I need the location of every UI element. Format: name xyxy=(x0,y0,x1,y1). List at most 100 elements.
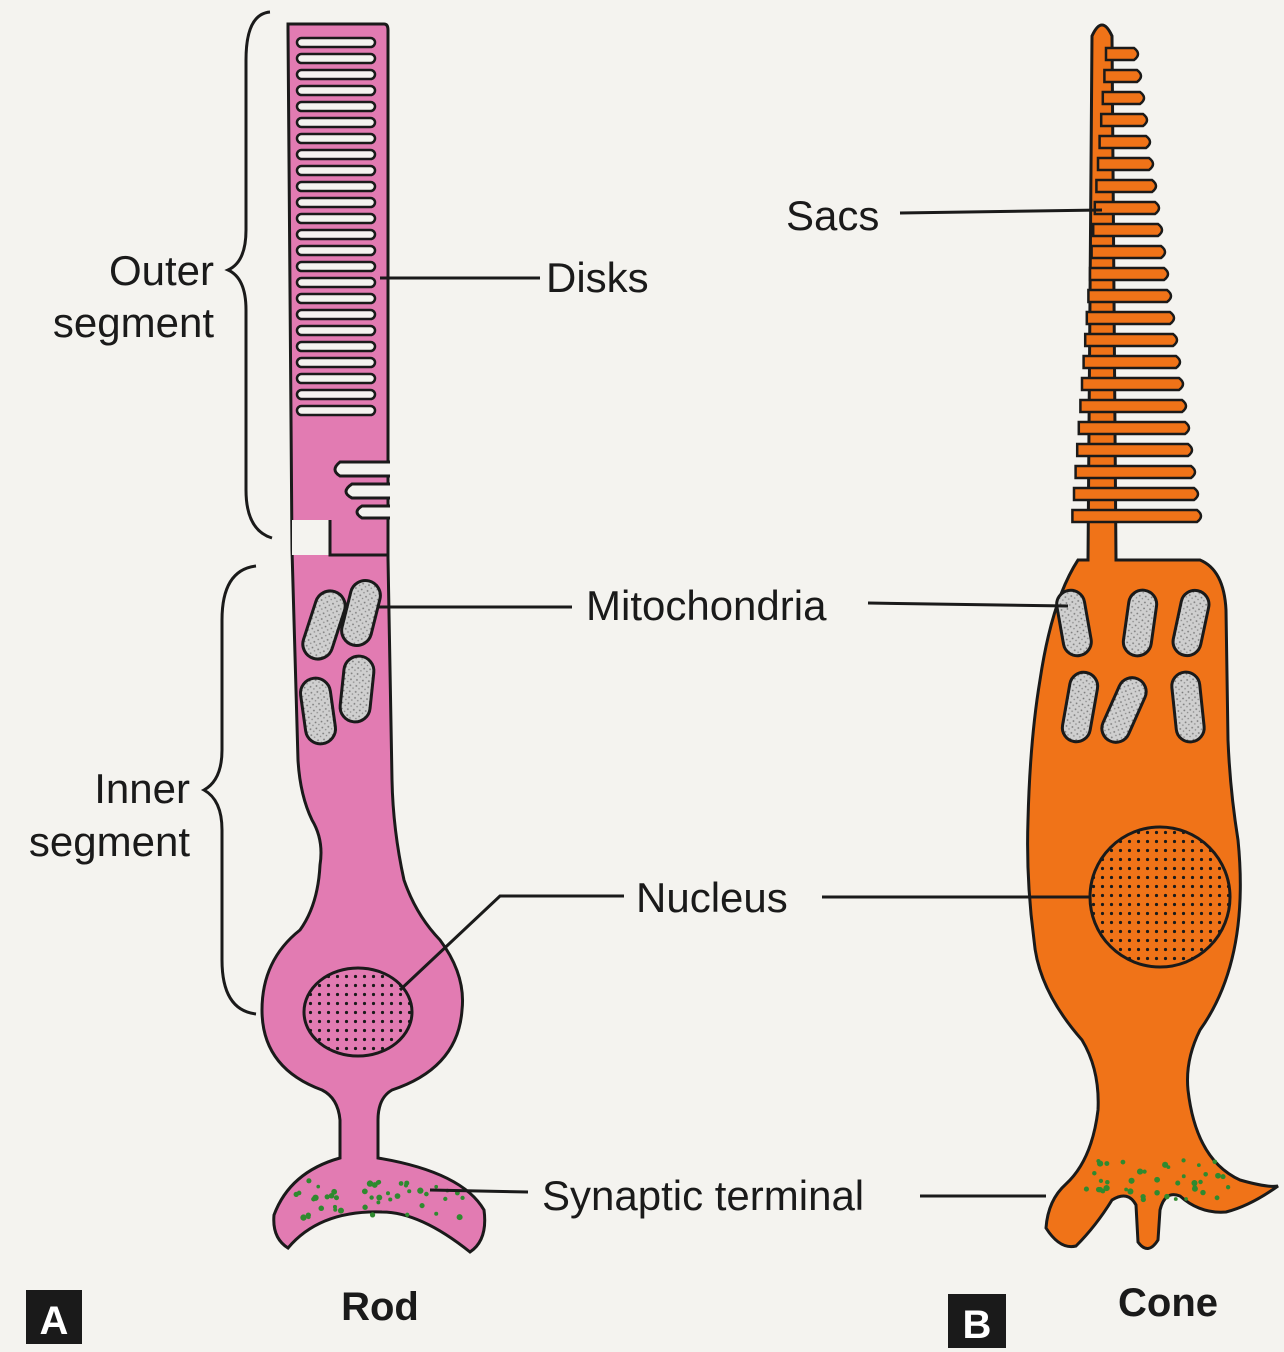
panel-b-badge: B xyxy=(948,1294,1006,1348)
synaptic-vesicle xyxy=(318,1206,324,1212)
synaptic-vesicle xyxy=(1121,1160,1126,1165)
synaptic-vesicle xyxy=(1215,1195,1220,1200)
inner-segment-brace xyxy=(204,566,256,1014)
synaptic-vesicle xyxy=(1197,1163,1201,1167)
rod-disk xyxy=(297,166,375,175)
cone-nucleus xyxy=(1090,827,1230,967)
synaptic-vesicle xyxy=(434,1212,438,1216)
rod-disk xyxy=(297,134,375,143)
rod-disk xyxy=(297,294,375,303)
rod-disk xyxy=(297,86,375,95)
cone-sac xyxy=(1096,180,1156,192)
synaptic-vesicle xyxy=(1213,1159,1218,1164)
synaptic-vesicle xyxy=(362,1205,367,1210)
synaptic-vesicle xyxy=(1092,1171,1096,1175)
rod-disk xyxy=(297,214,375,223)
nucleus-label: Nucleus xyxy=(636,874,788,921)
synaptic-vesicle xyxy=(294,1192,299,1197)
synaptic-terminal-label: Synaptic terminal xyxy=(542,1172,864,1219)
synaptic-vesicle xyxy=(1105,1180,1110,1185)
synaptic-vesicle xyxy=(1221,1174,1226,1179)
synaptic-vesicle xyxy=(376,1180,381,1185)
synaptic-vesicle xyxy=(1143,1170,1147,1174)
cone-sac xyxy=(1092,246,1165,258)
cone-sac xyxy=(1087,312,1174,324)
cone-sac xyxy=(1074,488,1198,500)
synaptic-vesicle xyxy=(376,1200,380,1204)
cone-sac xyxy=(1104,70,1141,82)
rod-gap xyxy=(292,520,330,555)
synaptic-vesicle xyxy=(434,1185,438,1189)
cone-sac xyxy=(1100,136,1150,148)
cone-sac xyxy=(1090,268,1168,280)
synaptic-vesicle xyxy=(1104,1161,1109,1166)
synaptic-vesicle xyxy=(316,1185,320,1189)
rod-disk xyxy=(297,342,375,351)
rod-disk xyxy=(297,326,375,335)
synaptic-vesicle xyxy=(369,1195,373,1199)
synaptic-vesicle xyxy=(443,1197,447,1201)
synaptic-vesicle xyxy=(1084,1187,1089,1192)
cone-sac xyxy=(1101,114,1147,126)
synaptic-terminal-rod-leader-line xyxy=(430,1190,528,1192)
cone-sac xyxy=(1080,400,1186,412)
rod-notch-3 xyxy=(357,506,390,518)
synaptic-vesicle xyxy=(1226,1185,1230,1189)
synaptic-vesicle xyxy=(306,1178,311,1183)
rod-disk xyxy=(297,246,375,255)
cone-sac xyxy=(1106,48,1138,60)
synaptic-vesicle xyxy=(386,1191,390,1195)
rod-disk xyxy=(297,374,375,383)
rod-cell xyxy=(262,24,485,1252)
panel-a-letter: A xyxy=(40,1299,69,1343)
cone-sac xyxy=(1079,422,1189,434)
synaptic-vesicle xyxy=(1192,1186,1198,1192)
rod-mitochondrion xyxy=(339,655,376,724)
cone-sac xyxy=(1103,92,1144,104)
cone-sac xyxy=(1072,510,1201,522)
outer-segment-label-line2: segment xyxy=(53,299,214,346)
synaptic-vesicle xyxy=(311,1197,316,1202)
rod-disk xyxy=(297,70,375,79)
disks-label: Disks xyxy=(546,254,649,301)
synaptic-vesicle xyxy=(338,1208,344,1214)
cone-sac xyxy=(1088,290,1171,302)
synaptic-vesicle xyxy=(306,1215,310,1219)
synaptic-vesicle xyxy=(1215,1173,1221,1179)
synaptic-vesicle xyxy=(419,1203,424,1208)
cone-mitochondrion xyxy=(1170,671,1205,744)
rod-nucleus xyxy=(304,968,412,1056)
rod-cell-body xyxy=(262,24,485,1252)
synaptic-vesicle xyxy=(457,1214,463,1220)
synaptic-vesicle xyxy=(404,1183,408,1187)
synaptic-vesicle xyxy=(1182,1174,1186,1178)
synaptic-vesicle xyxy=(1198,1180,1202,1184)
rod-disk xyxy=(297,118,375,127)
rod-caption: Rod xyxy=(341,1285,419,1329)
mitochondria-label: Mitochondria xyxy=(586,582,827,629)
rod-notch-1 xyxy=(335,462,390,476)
rod-disk xyxy=(297,406,375,415)
synaptic-vesicle xyxy=(417,1188,423,1194)
outer-segment-label-line1: Outer xyxy=(109,247,214,294)
cone-caption: Cone xyxy=(1118,1281,1218,1325)
synaptic-vesicle xyxy=(1184,1197,1188,1201)
rod-disk xyxy=(297,38,375,47)
synaptic-vesicle xyxy=(1096,1159,1100,1163)
rod-disk xyxy=(297,230,375,239)
synaptic-vesicle xyxy=(424,1192,429,1197)
sacs-leader-line xyxy=(900,210,1102,213)
outer-segment-brace xyxy=(228,12,272,538)
rod-disk xyxy=(297,150,375,159)
sacs-label: Sacs xyxy=(786,192,879,239)
panel-b-letter: B xyxy=(963,1303,992,1347)
synaptic-vesicle xyxy=(1129,1178,1135,1184)
synaptic-vesicle xyxy=(395,1193,401,1199)
synaptic-vesicle xyxy=(1154,1177,1160,1183)
mitochondria-cone-leader-line xyxy=(868,603,1068,606)
synaptic-vesicle xyxy=(1104,1187,1108,1191)
rod-notch-2 xyxy=(346,484,390,498)
cone-sac xyxy=(1082,378,1183,390)
